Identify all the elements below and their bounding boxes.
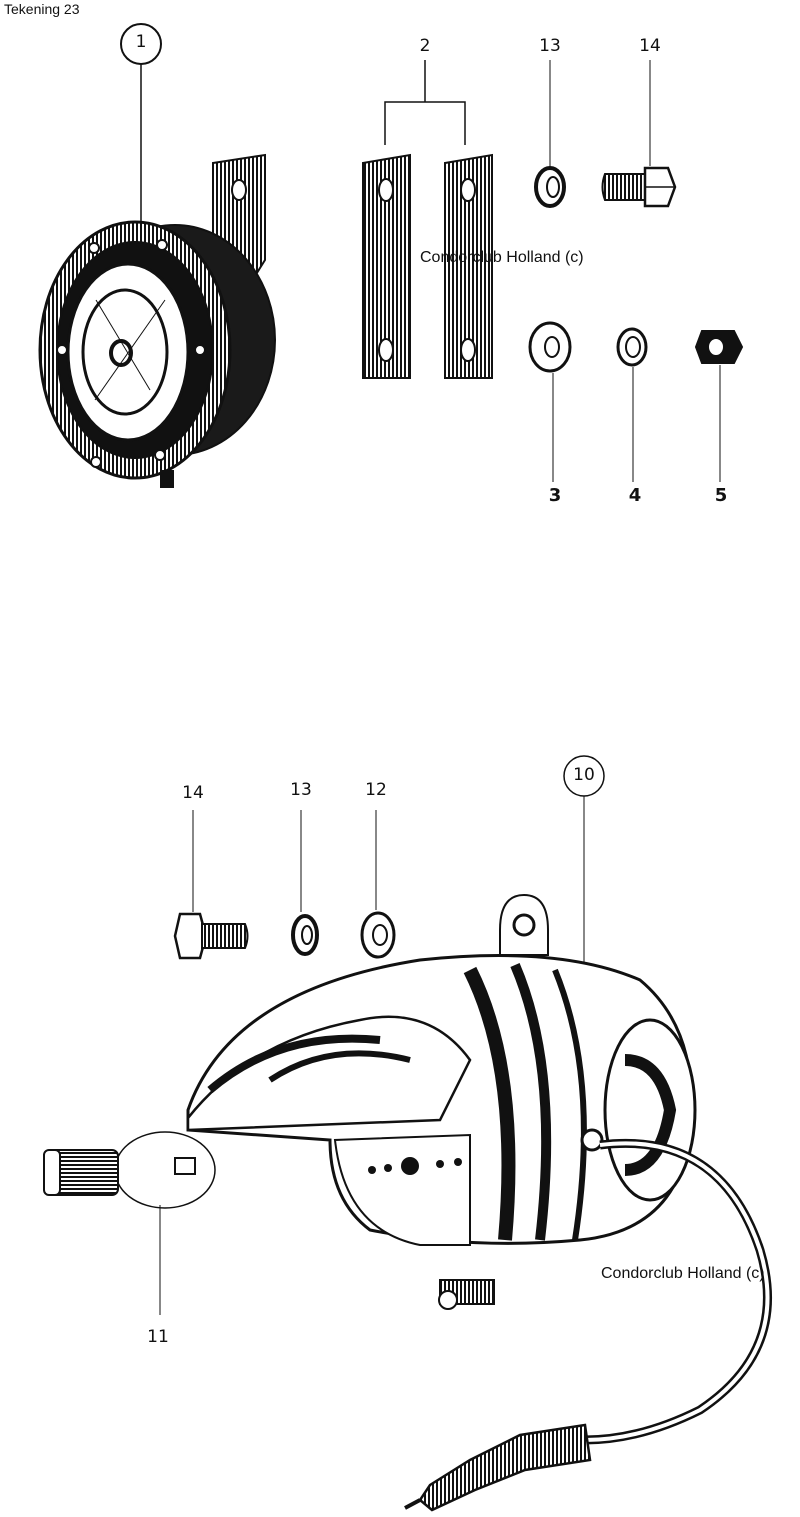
page-title: Tekening 23 — [4, 1, 80, 17]
nut-part-5 — [694, 330, 744, 482]
horn-part-1 — [38, 23, 276, 488]
callout-1: 1 — [135, 32, 147, 52]
callout-3: 3 — [548, 485, 562, 506]
spring-washer-part-13-bottom — [291, 810, 319, 956]
callout-11: 11 — [147, 1327, 169, 1347]
callout-5: 5 — [714, 485, 728, 506]
lamp-cable-with-plug — [404, 1138, 772, 1512]
callout-14-top: 14 — [639, 36, 661, 56]
mounting-strips-part-2 — [362, 60, 493, 379]
washer-part-12 — [360, 810, 396, 959]
lamp-housing-part-10 — [186, 755, 697, 1310]
bolt-part-14-bottom — [173, 810, 249, 960]
callout-13-bottom: 13 — [290, 780, 312, 800]
washer-part-3 — [528, 321, 572, 482]
callout-4: 4 — [628, 485, 642, 506]
watermark-top: Condorclub Holland (c) — [420, 249, 584, 266]
spring-washer-part-13-top — [534, 60, 566, 208]
callout-12: 12 — [365, 780, 387, 800]
callout-2: 2 — [419, 36, 431, 56]
bolt-part-14-top — [601, 60, 677, 208]
bulb-part-11 — [43, 1131, 216, 1315]
washer-part-4 — [616, 327, 648, 482]
callout-13-top: 13 — [539, 36, 561, 56]
watermark-bottom: Condorclub Holland (c) — [601, 1265, 765, 1282]
callout-14-bottom: 14 — [182, 783, 204, 803]
callout-10: 10 — [573, 765, 595, 785]
